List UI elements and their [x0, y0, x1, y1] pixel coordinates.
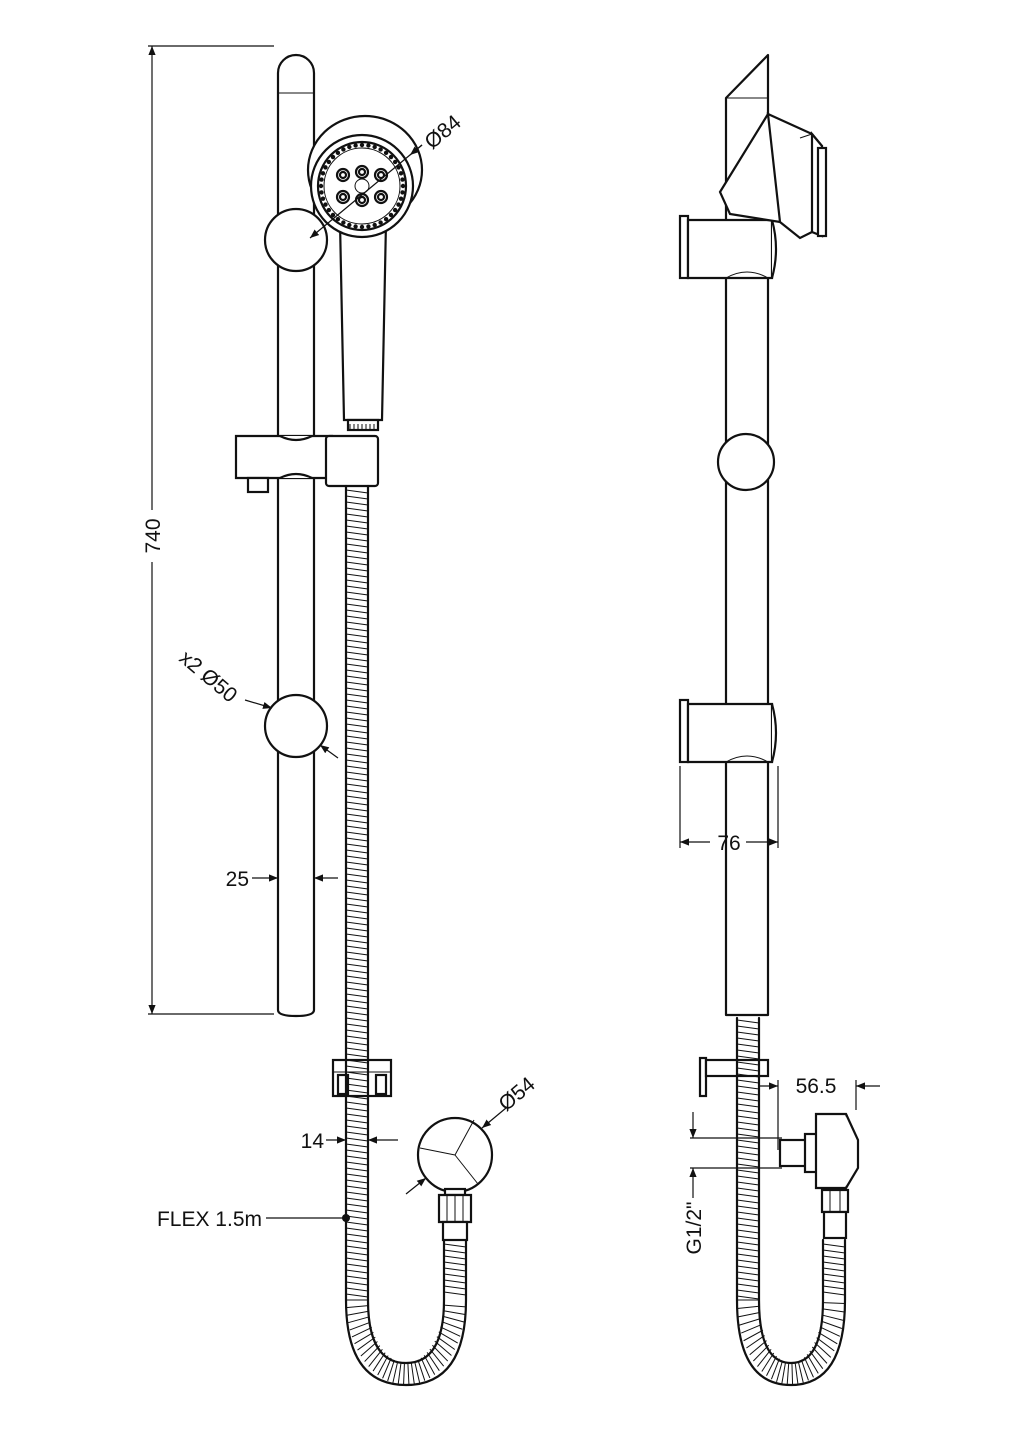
- shower-head-side: [718, 112, 828, 240]
- side-lower-bracket: [678, 698, 778, 764]
- shower-head-front: [306, 114, 424, 239]
- outlet-depth-label: 56.5: [796, 1075, 837, 1098]
- side-view: 76 56.5 G1/2": [678, 53, 880, 1387]
- slider-holder: [234, 434, 380, 494]
- lower-wall-bracket-ring: [263, 693, 329, 759]
- slide-rail: [276, 53, 316, 1018]
- height-label: 740: [142, 518, 165, 553]
- wall-outlet-side: [778, 1112, 860, 1240]
- hose-callout: FLEX 1.5m: [157, 1208, 350, 1231]
- bracket-depth-dimension: 76: [679, 766, 779, 855]
- nozzle-ring: [318, 142, 406, 230]
- hose-ribbing: [345, 489, 467, 1385]
- hose-ribbing-side: [736, 1019, 846, 1385]
- hose-diameter-dimension: 14: [301, 1130, 398, 1153]
- bracket-depth-label: 76: [717, 832, 740, 855]
- wall-outlet-front: [416, 1116, 494, 1242]
- flex-hose-front: [344, 484, 468, 1387]
- thread-label: G1/2": [683, 1202, 706, 1255]
- height-dimension: 740: [142, 45, 274, 1015]
- handset-handle: [338, 220, 388, 422]
- flex-hose-side: [735, 1016, 847, 1387]
- hose-nut-top: [349, 424, 375, 430]
- outlet-diameter-label: Ø54: [494, 1072, 539, 1115]
- hose-guide-clip: [331, 1058, 393, 1098]
- spray-jets: [335, 164, 389, 208]
- hose-diameter-label: 14: [301, 1130, 325, 1153]
- hose-label: FLEX 1.5m: [157, 1208, 262, 1231]
- head-diameter-label: Ø84: [420, 110, 465, 153]
- rail-diameter-label: 25: [226, 868, 249, 891]
- front-view: 740 Ø84 x2 Ø50 25 14: [142, 45, 540, 1387]
- thread-dimension: G1/2": [683, 1112, 782, 1254]
- rail-diameter-dimension: 25: [226, 868, 338, 891]
- upper-wall-bracket-ring: [263, 207, 329, 273]
- ring-diameter-label: x2 Ø50: [175, 646, 242, 707]
- side-upper-bracket: [678, 214, 778, 280]
- side-holder-ball: [716, 432, 776, 492]
